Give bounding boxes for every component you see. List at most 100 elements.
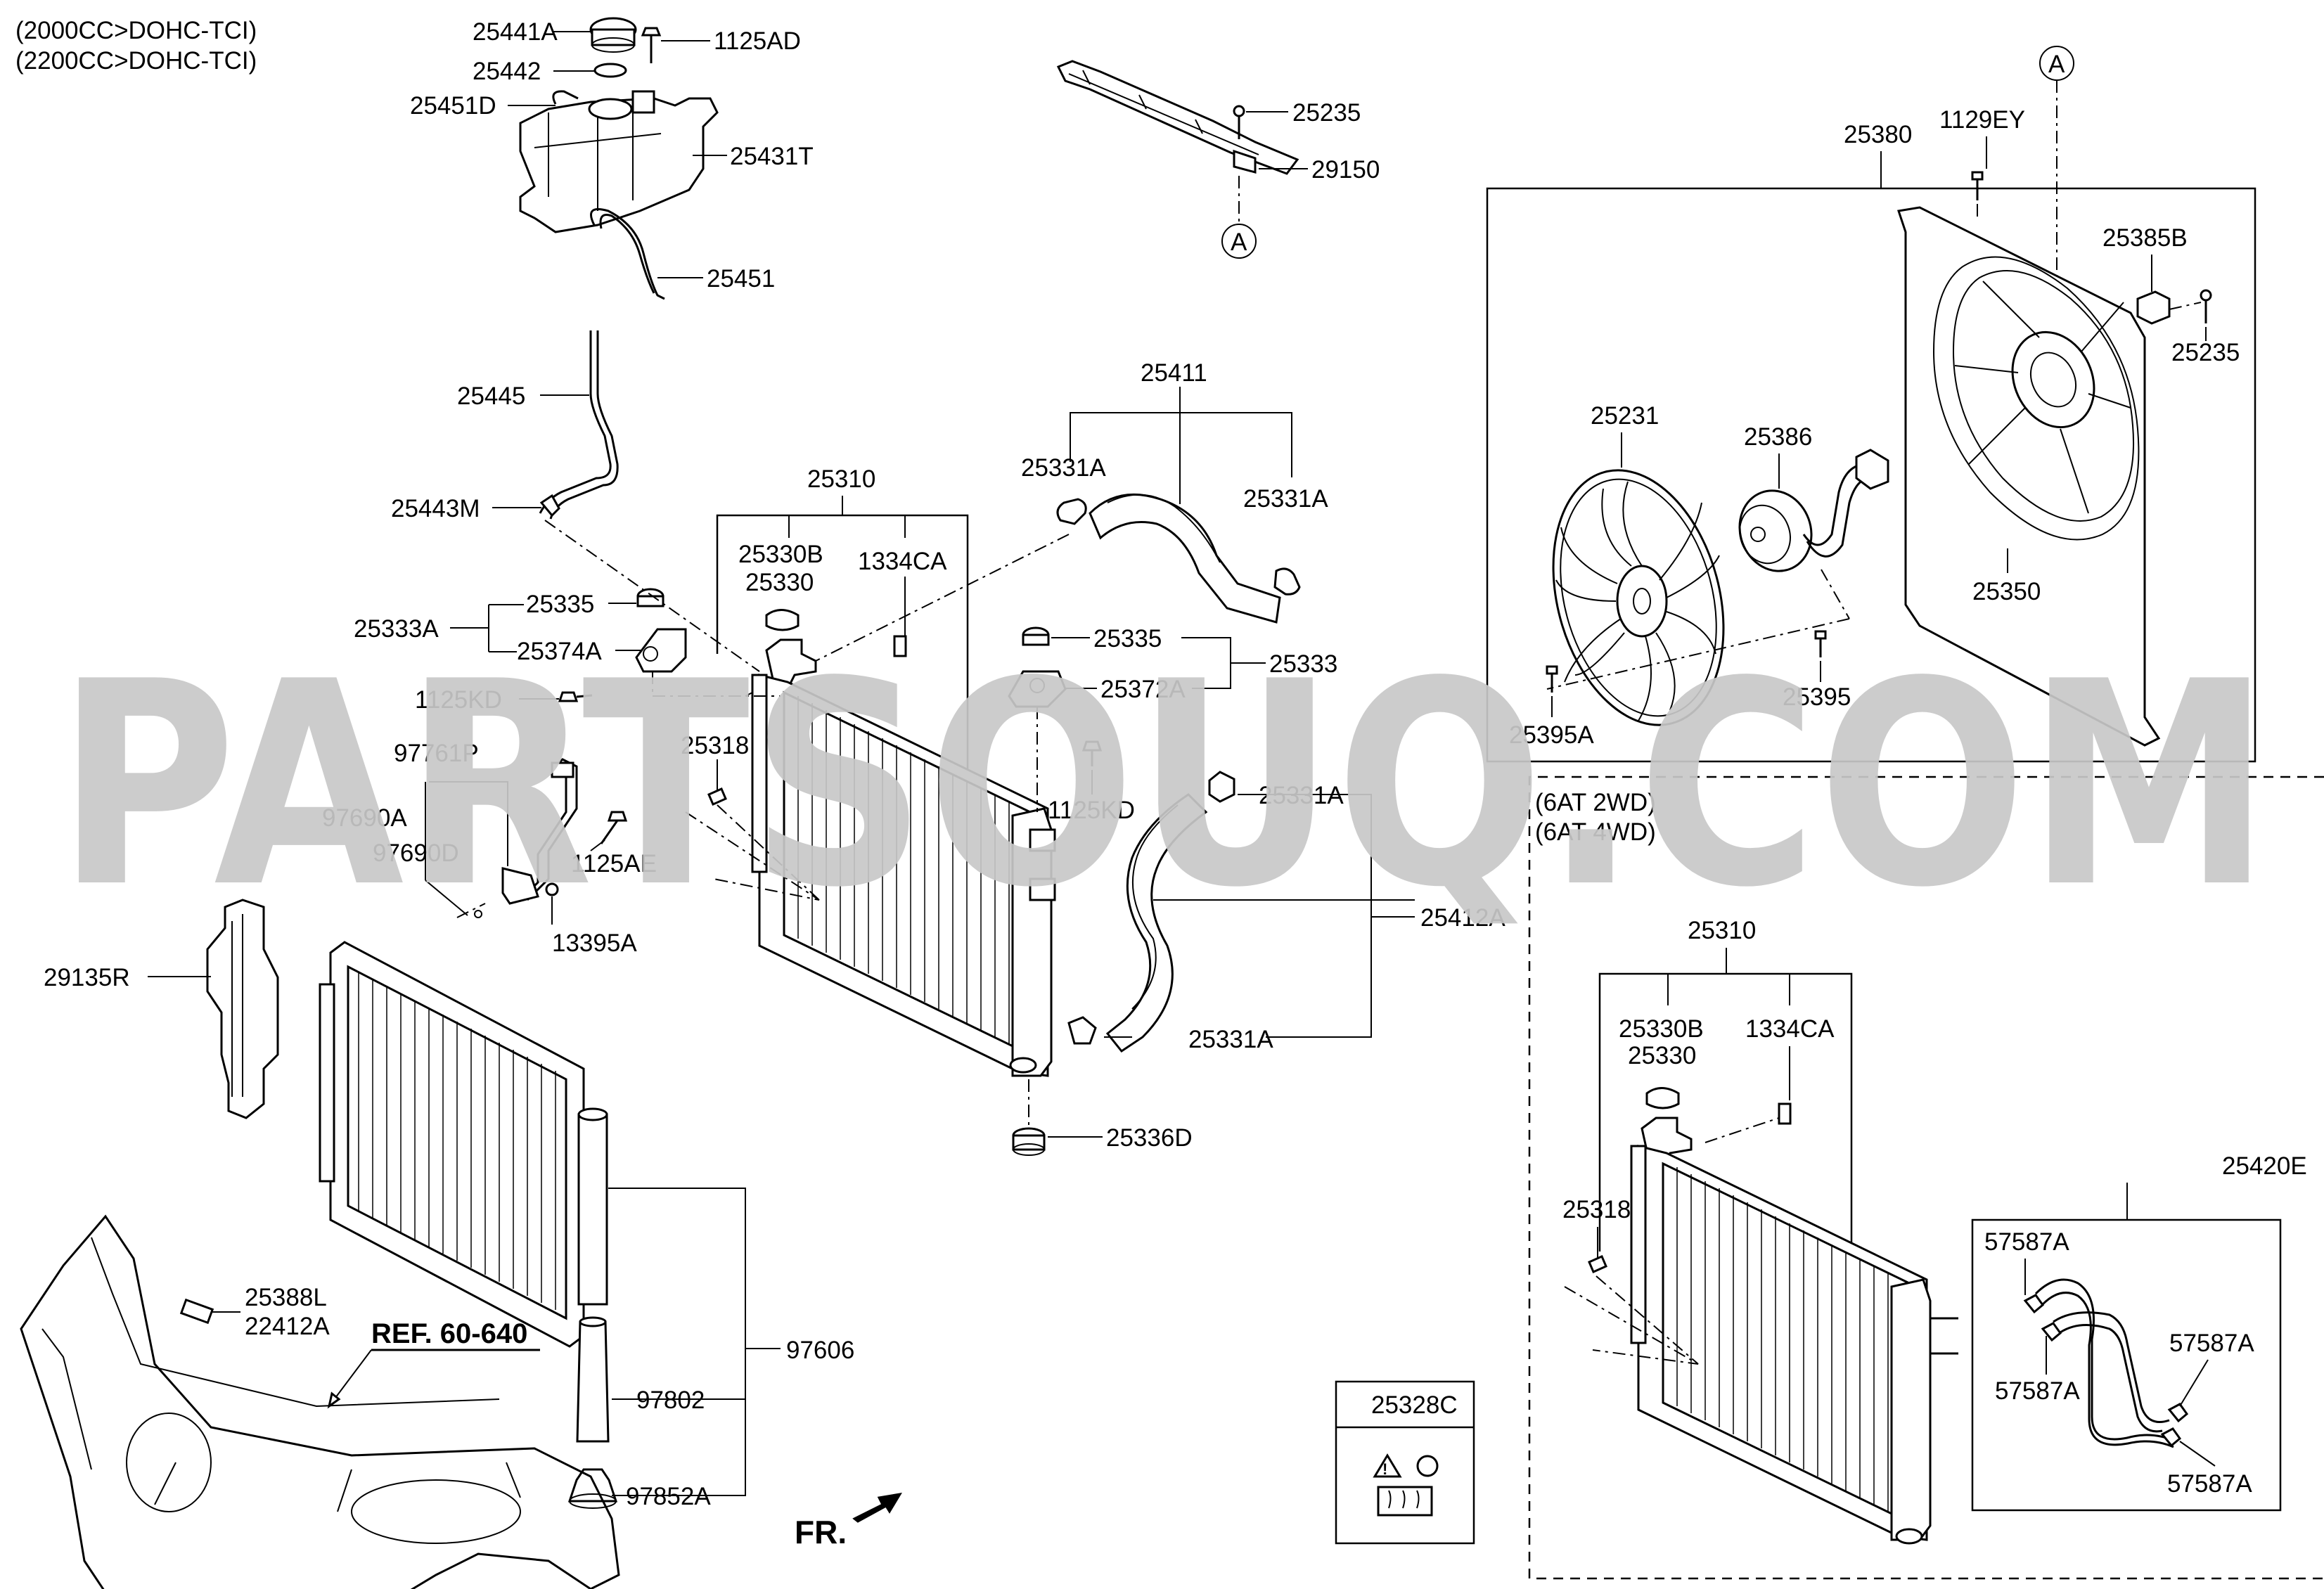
label-25331A-4: 25331A [1188,1026,1273,1053]
bracket-25318-variant [1588,1255,1607,1273]
insulator-25335-mid [1022,626,1050,646]
label-plate-25388L [179,1298,214,1325]
upper-hose-25411 [1089,493,1281,624]
label-25318: 25318 [681,732,749,759]
label-25385B: 25385B [2102,224,2188,252]
label-25310: 25310 [807,465,875,493]
screw-25235-top [1233,105,1245,139]
label-25445: 25445 [457,382,525,410]
label-1125KD-mid: 1125KD [1048,797,1135,824]
radiator-core-25310 [751,638,1056,1077]
bracket-25372A [1008,670,1067,708]
radiator-core-25310-variant [1630,1117,1958,1545]
clip-1334CA [893,635,907,657]
partsouq-watermark: PARTSOUQ.COM [56,622,2271,949]
label-25386: 25386 [1744,423,1812,451]
connector-25385B [2136,290,2171,325]
label-22412A: 22412A [245,1313,330,1340]
clip-1334CA-variant [1778,1102,1792,1125]
label-25330: 25330 [745,569,814,596]
label-25395: 25395 [1783,683,1851,711]
bolt-1125AE [600,811,628,844]
label-25235-right: 25235 [2171,339,2240,366]
insulator-25336D [1012,1127,1046,1156]
receiver-drier-97606 [577,1107,608,1306]
front-direction-label: FR. [795,1514,847,1550]
label-1334CA-variant: 1334CA [1745,1015,1835,1043]
label-97606: 97606 [786,1337,854,1364]
clamp-25331A-3 [1208,771,1235,803]
callout-a-right-letter: A [2048,51,2065,78]
label-25412A: 25412A [1420,904,1506,932]
fan-assembly-frame [1486,187,2256,763]
screw-25235-right [2200,289,2212,323]
bolt-1125KD-mid [1081,740,1103,766]
label-25441A: 25441A [473,18,558,46]
bolt-13395A [545,882,559,896]
fan-shroud-25350 [1897,206,2161,747]
label-25235-top: 25235 [1292,99,1361,127]
clamp-25331A-4 [1067,1016,1097,1045]
label-25411: 25411 [1141,359,1207,387]
air-guard-29150 [1056,60,1299,175]
hose-clip-25451D [552,90,579,105]
label-25431T: 25431T [730,143,814,170]
clip-57587A-4 [2160,1427,2182,1448]
ref-60-640[interactable]: REF. 60-640 [371,1318,527,1349]
hose-25420E-box [1971,1218,2282,1512]
screw-25395 [1814,630,1827,657]
label-97852A: 97852A [626,1483,711,1510]
label-25372A: 25372A [1100,676,1186,703]
label-25335-mid: 25335 [1093,625,1162,652]
bolt-1125AD [641,27,662,63]
label-25331A-1: 25331A [1021,454,1106,482]
radiator-cap-25330-variant [1645,1087,1680,1109]
label-25333A: 25333A [354,615,439,643]
clip-25443M [539,494,560,517]
label-25451: 25451 [707,265,775,292]
desiccant-97802 [576,1316,610,1443]
engine-variant-line-2: (2200CC>DOHC-TCI) [15,47,257,75]
clip-57587A-3 [2167,1403,2189,1423]
label-29150: 29150 [1311,156,1380,184]
label-25328C: 25328C [1371,1391,1458,1419]
clip-57587A-1 [2023,1294,2045,1314]
ac-pipe-97761P [501,758,578,905]
screw-25395A [1546,665,1558,693]
label-25331A-2: 25331A [1243,485,1328,513]
label-25333: 25333 [1269,650,1337,678]
callout-a-top [1221,224,1257,259]
label-97802: 97802 [636,1387,705,1414]
label-25388L: 25388L [245,1284,327,1311]
label-25395A: 25395A [1509,721,1594,749]
label-25318-variant: 25318 [1562,1196,1631,1223]
svg-text:!: ! [1382,1460,1387,1478]
plug-97852A [567,1468,618,1509]
engine-variant-line-1: (2000CC>DOHC-TCI) [15,17,257,44]
label-1125AE: 1125AE [571,850,657,877]
label-25443M: 25443M [391,495,480,522]
label-1125AD: 1125AD [714,27,801,55]
label-57587A-3: 57587A [2169,1330,2254,1357]
label-97690A: 97690A [322,804,407,832]
label-25380: 25380 [1844,121,1912,148]
label-25350: 25350 [1972,578,2041,605]
label-25420E: 25420E [2222,1152,2307,1180]
label-57587A-2: 57587A [1995,1377,2080,1405]
clip-57587A-2 [2041,1322,2062,1342]
label-13395A: 13395A [552,929,637,957]
label-1334CA: 1334CA [858,548,947,575]
bolt-1125KD-left [558,691,593,702]
label-57587A-4: 57587A [2167,1470,2252,1498]
label-25310-variant: 25310 [1688,917,1756,944]
reservoir-cap-25441A [589,17,637,53]
label-1129EY: 1129EY [1939,106,2025,134]
label-29135R: 29135R [44,964,130,991]
label-25442: 25442 [473,58,541,85]
label-57587A-1: 57587A [1984,1228,2069,1256]
label-25335-left: 25335 [526,591,594,618]
variant-line-1: (6AT 2WD) [1535,789,1656,816]
warning-label-box-25328C: ! [1335,1380,1475,1545]
overflow-hose-25451 [590,208,665,300]
